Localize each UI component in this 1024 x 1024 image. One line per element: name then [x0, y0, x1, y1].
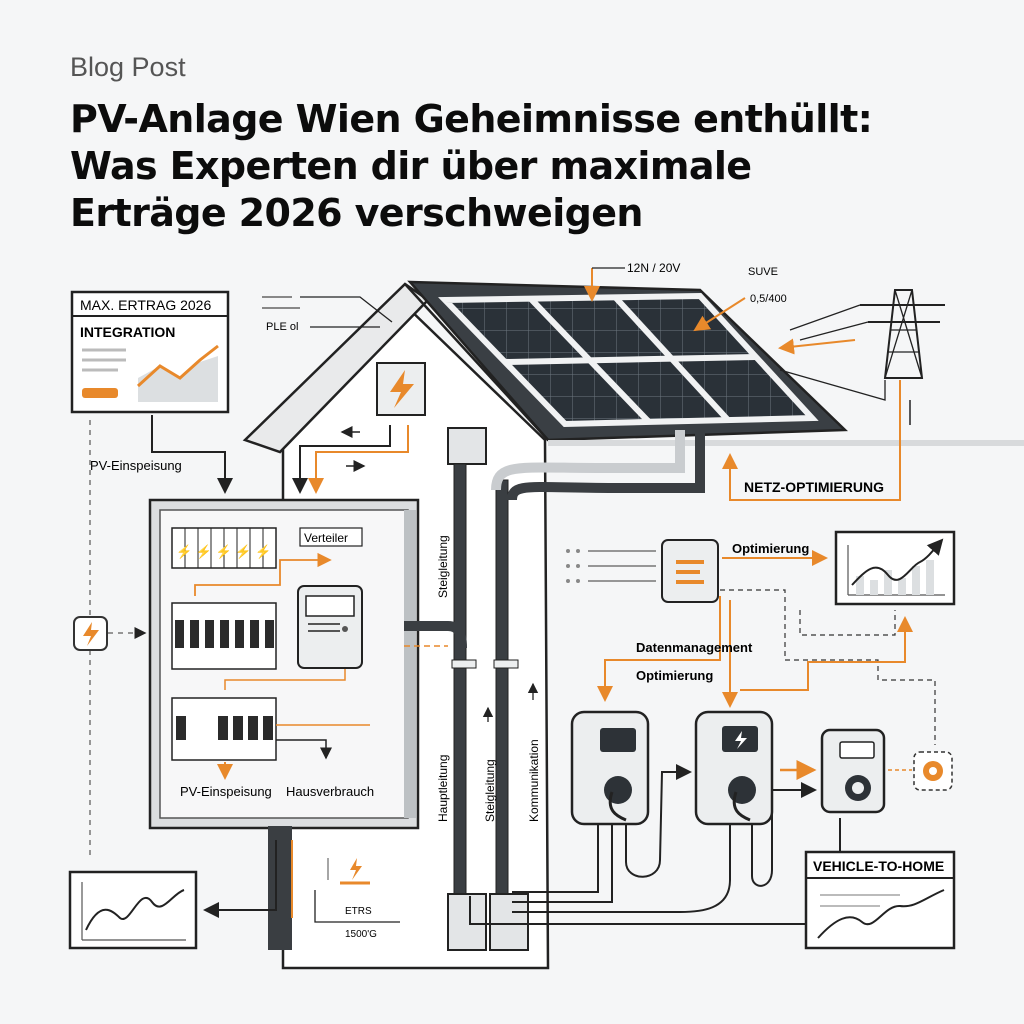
ple-label: PLE ol — [266, 321, 298, 333]
solar-annotations: 12N / 20V SUVE 0,5/400 — [584, 261, 787, 332]
wallbox-1 — [570, 710, 650, 826]
blog-post-eyebrow: Blog Post — [70, 52, 186, 82]
label-hausverbrauch: Hausverbrauch — [286, 784, 374, 799]
lightning-icon — [390, 370, 414, 408]
optimizer-module: Optimierung Datenmanagement Optimierung — [566, 530, 956, 745]
label-steigleitung-1: Steigleitung — [436, 535, 450, 598]
title-line: Erträge 2026 verschweigen — [70, 191, 643, 235]
solar-panels — [438, 292, 819, 428]
riser-pipes: Steigleitung Hauptleitung Steigleitung K… — [404, 427, 705, 951]
label-steigleitung-2: Steigleitung — [483, 759, 497, 822]
ev-charger — [780, 728, 953, 814]
ple-annotation: PLE ol — [262, 296, 393, 333]
label-datenmanagement: Datenmanagement — [636, 640, 753, 655]
label-pv-einspeisung-bottom: PV-Einspeisung — [180, 784, 272, 799]
title-line: PV-Anlage Wien Geheimnisse enthüllt: — [70, 97, 873, 141]
vehicle-to-home-card: VEHICLE-TO-HOME — [804, 850, 956, 950]
distribution-cabinet: ⚡ ⚡ ⚡ ⚡ ⚡ Verteiler PV-Einspeisung Hausv… — [148, 498, 420, 830]
label-netz-optimierung: NETZ-OPTIMIERUNG — [744, 479, 884, 495]
integration-card: MAX. ERTRAG 2026 INTEGRATION — [70, 290, 230, 414]
label-pv-einspeisung-top: PV-Einspeisung — [90, 458, 182, 473]
power-grid-tower: NETZ-OPTIMIERUNG — [722, 289, 945, 501]
label-optimierung-1: Optimierung — [732, 541, 809, 556]
svg-text:⚡ ⚡ ⚡ ⚡ ⚡: ⚡ ⚡ ⚡ ⚡ ⚡ — [176, 544, 271, 560]
label-verteiler: Verteiler — [304, 531, 348, 545]
lightning-icon — [83, 622, 99, 646]
label-hauptleitung: Hauptleitung — [436, 755, 450, 822]
etrs-value: 1500'G — [345, 929, 377, 940]
left-flow: PV-Einspeisung — [73, 415, 233, 860]
solar-label-c: 0,5/400 — [750, 293, 787, 305]
wallbox-2 — [694, 710, 774, 826]
label-vehicle-to-home: VEHICLE-TO-HOME — [813, 858, 944, 874]
bottom-left-graph-card — [68, 870, 198, 950]
house-lightning-box — [292, 362, 426, 494]
etrs-label: ETRS — [345, 906, 372, 917]
title-line: Was Experten dir über maximale — [70, 144, 752, 188]
card-badge: MAX. ERTRAG 2026 — [80, 297, 211, 313]
card-heading: INTEGRATION — [80, 324, 175, 340]
ground-cables: ETRS 1500'G — [203, 826, 400, 950]
page-title: PV-Anlage Wien Geheimnisse enthüllt: Was… — [70, 96, 970, 237]
solar-label-a: 12N / 20V — [627, 261, 680, 275]
label-optimierung-2: Optimierung — [636, 668, 713, 683]
label-kommunikation: Kommunikation — [527, 739, 541, 822]
solar-label-b: SUVE — [748, 266, 778, 278]
